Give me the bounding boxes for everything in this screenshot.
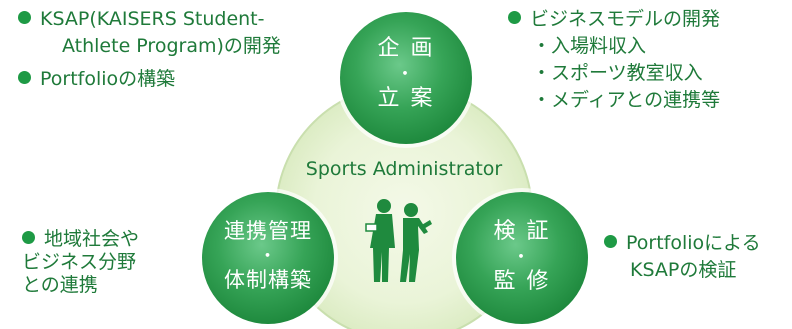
note-bottom-left-line3: との連携 <box>22 274 98 296</box>
node-right-label: 検 証 ・ 監 修 <box>472 221 572 293</box>
note-top-left-item2: Portfolioの構築 <box>18 66 281 93</box>
note-bottom-left: 地域社会や ビジネス分野 との連携 <box>22 228 139 297</box>
node-top-line1: 企 画 <box>377 36 435 61</box>
note-bottom-left-line1: 地域社会や <box>44 228 140 250</box>
note-top-right-sub3: ・メディアとの連携等 <box>532 89 721 111</box>
note-top-left-item1-cont: Athlete Program)の開発 <box>18 33 281 60</box>
note-top-right-title-row: ビジネスモデルの開発 <box>508 6 720 33</box>
note-bottom-right-line2: KSAPの検証 <box>630 259 737 281</box>
note-bottom-left-row1: 地域社会や <box>22 228 139 251</box>
node-right-dot: ・ <box>512 247 532 268</box>
node-top-line2: 立 案 <box>377 86 435 111</box>
bullet-icon <box>18 11 31 24</box>
node-left-line2: 体制構築 <box>224 268 312 292</box>
bullet-icon <box>22 231 35 244</box>
note-bottom-right-row2: KSAPの検証 <box>604 257 761 284</box>
note-top-right-sub1: ・入場料収入 <box>532 35 647 57</box>
node-top-circle <box>336 8 476 148</box>
note-top-left-item2-text: Portfolioの構築 <box>40 68 176 90</box>
note-top-right-sub2: ・スポーツ教室収入 <box>532 62 703 84</box>
node-left-label: 連携管理 ・ 体制構築 <box>208 221 328 291</box>
node-right-line1: 検 証 <box>493 219 551 244</box>
note-top-right: ビジネスモデルの開発 ・入場料収入 ・スポーツ教室収入 ・メディアとの連携等 <box>508 6 720 114</box>
note-bottom-right-line1: Portfolioによる <box>626 232 761 254</box>
note-bottom-left-line2: ビジネス分野 <box>22 251 137 273</box>
note-top-left: KSAP(KAISERS Student- Athlete Program)の開… <box>18 6 281 93</box>
node-right-circle <box>452 188 592 328</box>
node-left-circle <box>198 188 338 328</box>
node-left-dot: ・ <box>258 246 278 267</box>
bullet-icon <box>18 71 31 84</box>
center-title: Sports Administrator <box>305 158 503 180</box>
note-bottom-right-row1: Portfolioによる <box>604 230 761 257</box>
node-top-label: 企 画 ・ 立 案 <box>356 38 456 110</box>
business-people-icon <box>365 199 432 282</box>
bullet-icon <box>604 235 617 248</box>
note-top-left-item1-line1: KSAP(KAISERS Student- <box>40 8 265 30</box>
bullet-icon <box>508 11 521 24</box>
node-top-dot: ・ <box>396 64 416 85</box>
note-bottom-left-row2: ビジネス分野 <box>22 251 139 274</box>
node-right-line2: 監 修 <box>493 269 551 294</box>
note-top-right-title: ビジネスモデルの開発 <box>530 8 721 30</box>
node-left-line1: 連携管理 <box>224 219 312 243</box>
note-top-left-item1: KSAP(KAISERS Student- <box>18 6 281 33</box>
note-bottom-left-row3: との連携 <box>22 274 139 297</box>
note-bottom-right: Portfolioによる KSAPの検証 <box>604 230 761 284</box>
note-top-left-item1-line2: Athlete Program)の開発 <box>62 35 281 57</box>
